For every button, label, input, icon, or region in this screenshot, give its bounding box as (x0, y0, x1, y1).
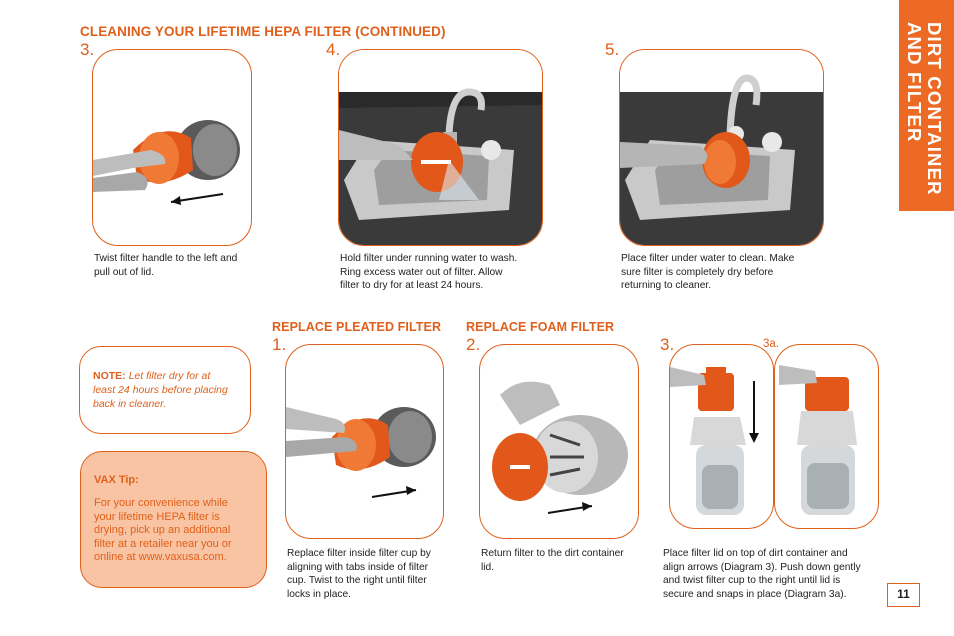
assembly-diagram-3a (774, 344, 879, 529)
cleaning-step-3-number: 3. (80, 40, 95, 59)
assembly-step-3-number: 3. (660, 335, 675, 354)
replace-foam-illustration (479, 344, 639, 539)
section-tab-line1: DIRT CONTAINER (924, 22, 945, 196)
section-tab-line2: AND FILTER (904, 22, 925, 143)
cleaning-step-4-caption: Hold filter under running water to wash.… (340, 253, 518, 291)
cleaning-step-5-caption: Place filter under water to clean. Make … (621, 253, 795, 291)
replace-pleated-caption: Replace filter inside filter cup by alig… (287, 548, 431, 600)
note-box: NOTE: Let filter dry for at least 24 hou… (79, 346, 251, 434)
cleaning-step-3-caption: Twist filter handle to the left and pull… (94, 253, 238, 278)
cleaning-title: CLEANING YOUR LIFETIME HEPA FILTER (CONT… (80, 24, 446, 39)
replace-pleated-illustration (285, 344, 444, 539)
note-label: NOTE: (93, 370, 126, 382)
wash-filter-sink-illustration (338, 49, 543, 246)
page-number: 11 (887, 583, 920, 607)
note-text: NOTE: Let filter dry for at least 24 hou… (93, 370, 228, 410)
vax-tip-label: VAX Tip: (94, 474, 139, 486)
twist-filter-illustration (92, 49, 252, 246)
assembly-diagram-3 (669, 344, 774, 529)
assembly-step-3-caption: Place filter lid on top of dirt containe… (663, 548, 861, 600)
vax-tip-box: VAX Tip: For your convenience while your… (80, 451, 267, 588)
replace-foam-caption: Return filter to the dirt container lid. (481, 548, 624, 573)
cleaning-step-4-number: 4. (326, 40, 341, 59)
vax-tip-text: For your convenience while your lifetime… (94, 497, 232, 563)
replace-foam-step-number: 2. (466, 335, 481, 354)
replace-pleated-title: REPLACE PLEATED FILTER (272, 320, 442, 334)
rinse-filter-sink-illustration (619, 49, 824, 246)
section-tab: DIRT CONTAINER AND FILTER (899, 0, 954, 211)
replace-foam-title: REPLACE FOAM FILTER (466, 320, 615, 334)
assembly-step-3a-label: 3a. (763, 338, 779, 350)
cleaning-step-5-number: 5. (605, 40, 620, 59)
replace-pleated-step-number: 1. (272, 335, 287, 354)
